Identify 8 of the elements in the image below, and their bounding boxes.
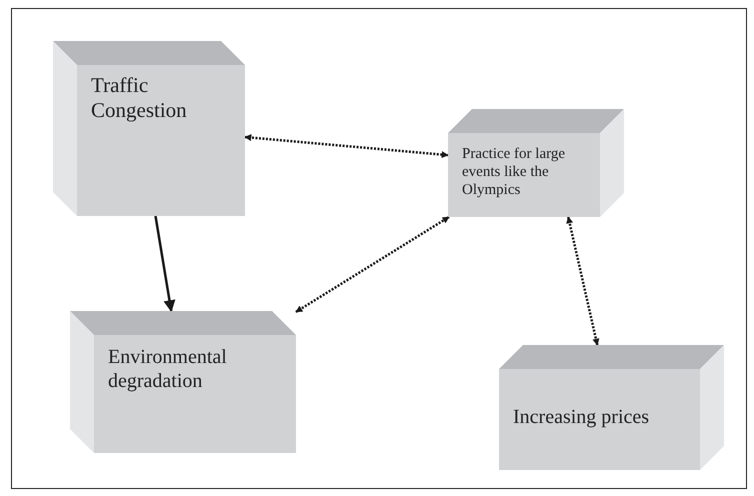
- arrow: [244, 134, 449, 158]
- box-label: Traffic Congestion: [91, 73, 188, 124]
- arrow: [154, 216, 176, 312]
- arrow: [566, 216, 600, 346]
- box-label: Increasing prices: [513, 405, 650, 429]
- arrow: [295, 216, 450, 313]
- box-label: Environmental degradation: [108, 345, 228, 393]
- box-label: Practice for large events like the Olympics: [462, 145, 566, 199]
